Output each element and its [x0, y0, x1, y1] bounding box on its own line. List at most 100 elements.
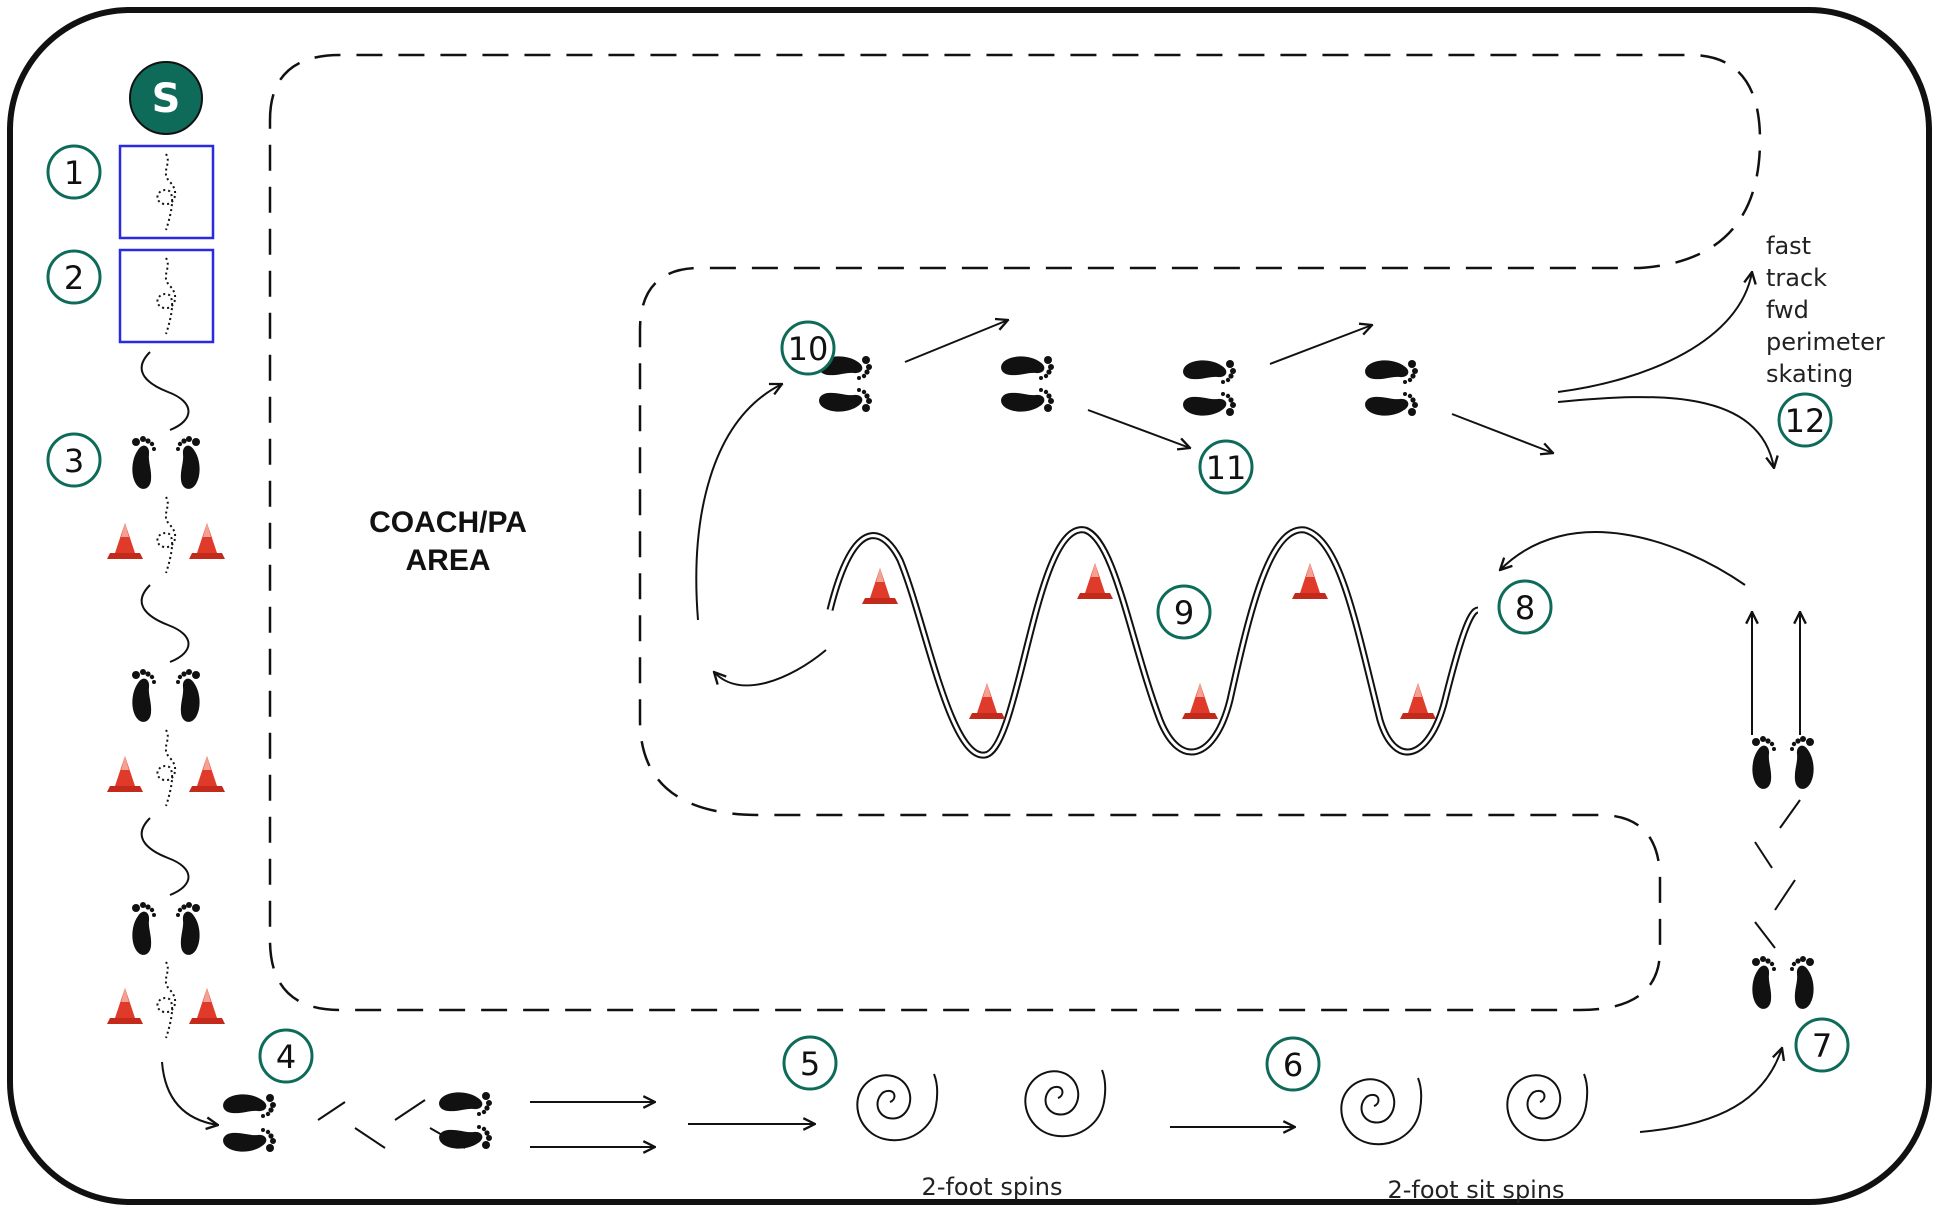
spiral-icon	[1024, 1069, 1107, 1138]
step-badge-8[interactable]: 8	[1497, 579, 1553, 635]
spiral-icon	[1506, 1073, 1589, 1142]
serpentine-inner	[828, 528, 1479, 757]
spiral-icon	[1340, 1077, 1423, 1146]
footprints-icon	[1183, 392, 1236, 416]
loop-icon	[156, 257, 177, 335]
fast-track-line4: perimeter	[1766, 328, 1885, 356]
step-badge-4[interactable]: 4	[258, 1028, 314, 1084]
footprints-icon	[1752, 956, 1776, 1009]
cone-icon	[189, 523, 225, 559]
footprints-icon	[1365, 392, 1418, 416]
footprints-icon	[132, 436, 156, 489]
fast-track-line2: track	[1766, 264, 1827, 292]
step-badge-10[interactable]: 10	[780, 320, 836, 376]
cone-icon	[1400, 683, 1436, 719]
caption-sit-spins: 2-foot sit spins	[1387, 1176, 1564, 1204]
squiggle-line	[140, 351, 190, 431]
rink-boundary	[7, 7, 1932, 1205]
cone-icon	[1292, 563, 1328, 599]
arrow-icon	[161, 1061, 218, 1125]
fast-track-line1: fast	[1766, 232, 1811, 260]
step-number: 9	[1174, 594, 1194, 632]
station-2-box	[118, 248, 215, 344]
caption-2foot-spins: 2-foot spins	[922, 1173, 1063, 1201]
footprints-icon	[176, 669, 200, 722]
squiggle-line	[140, 584, 190, 663]
step-number: 8	[1515, 589, 1535, 627]
cone-icon	[1077, 563, 1113, 599]
footprints-icon	[1790, 956, 1814, 1009]
start-badge-label: S	[152, 76, 181, 122]
step-number: 5	[800, 1045, 820, 1083]
coach-area-line2: AREA	[405, 544, 490, 577]
footprints-icon	[132, 669, 156, 722]
cone-icon	[189, 988, 225, 1024]
cone-icon	[1182, 683, 1218, 719]
squiggle-line	[140, 817, 190, 896]
crossover-lines	[1754, 799, 1801, 949]
step-badge-5[interactable]: 5	[782, 1035, 838, 1091]
arrow-icon	[1269, 325, 1372, 365]
cone-icon	[862, 568, 898, 604]
arrow-icon	[1500, 531, 1746, 586]
step-badge-11[interactable]: 11	[1198, 439, 1254, 495]
fast-track-line5: skating	[1766, 360, 1853, 388]
step-number: 1	[64, 154, 84, 192]
footprints-icon	[819, 388, 872, 412]
loop-icon	[156, 961, 177, 1039]
arrow-icon	[1451, 413, 1553, 453]
start-badge[interactable]	[129, 61, 203, 135]
step-number: 10	[788, 330, 829, 368]
arrow-icon	[695, 384, 782, 621]
outer-dashed-lane	[268, 53, 1762, 1012]
arrow-icon	[1087, 409, 1190, 448]
step-badge-12[interactable]: 12	[1777, 392, 1833, 448]
footprints-icon	[439, 1125, 492, 1149]
arrow-icon	[1557, 396, 1774, 468]
step-badge-7[interactable]: 7	[1794, 1017, 1850, 1073]
footprints-icon	[1365, 360, 1418, 384]
step-badge-1[interactable]: 1	[46, 144, 102, 200]
footprints-icon	[176, 436, 200, 489]
step-badge-6[interactable]: 6	[1265, 1036, 1321, 1092]
cone-icon	[969, 683, 1005, 719]
station-1-box	[118, 144, 215, 240]
cone-icon	[107, 988, 143, 1024]
step-number: 12	[1785, 402, 1826, 440]
footprints-icon	[1790, 736, 1814, 789]
step-badge-3[interactable]: 3	[46, 432, 102, 488]
arrow-icon	[1557, 272, 1752, 393]
step-number: 11	[1206, 449, 1247, 487]
footprints-icon	[1752, 736, 1776, 789]
fast-track-line3: fwd	[1766, 296, 1809, 324]
footprints-icon	[223, 1128, 276, 1152]
footprints-icon	[1183, 360, 1236, 384]
loop-icon	[156, 153, 177, 231]
footprints-icon	[132, 902, 156, 955]
arrow-icon	[1639, 1048, 1782, 1133]
loop-icon	[156, 729, 177, 807]
crossover-lines	[317, 1099, 466, 1149]
coach-area-line1: COACH/PA	[369, 506, 527, 539]
footprints-icon	[1001, 388, 1054, 412]
footprints-icon	[439, 1092, 492, 1116]
step-number: 3	[64, 442, 84, 480]
step-number: 7	[1812, 1027, 1832, 1065]
footprints-icon	[176, 902, 200, 955]
arrow-icon	[714, 649, 827, 687]
footprints-icon	[223, 1094, 276, 1118]
step-number: 6	[1283, 1046, 1303, 1084]
cone-icon	[107, 756, 143, 792]
step-number: 2	[64, 259, 84, 297]
arrow-icon	[904, 320, 1008, 363]
step-number: 4	[276, 1038, 296, 1076]
spiral-icon	[856, 1073, 939, 1142]
step-badge-2[interactable]: 2	[46, 249, 102, 305]
footprints-icon	[1001, 356, 1054, 380]
step-badge-9[interactable]: 9	[1156, 584, 1212, 640]
cone-icon	[189, 756, 225, 792]
cone-icon	[107, 523, 143, 559]
loop-icon	[156, 496, 177, 574]
